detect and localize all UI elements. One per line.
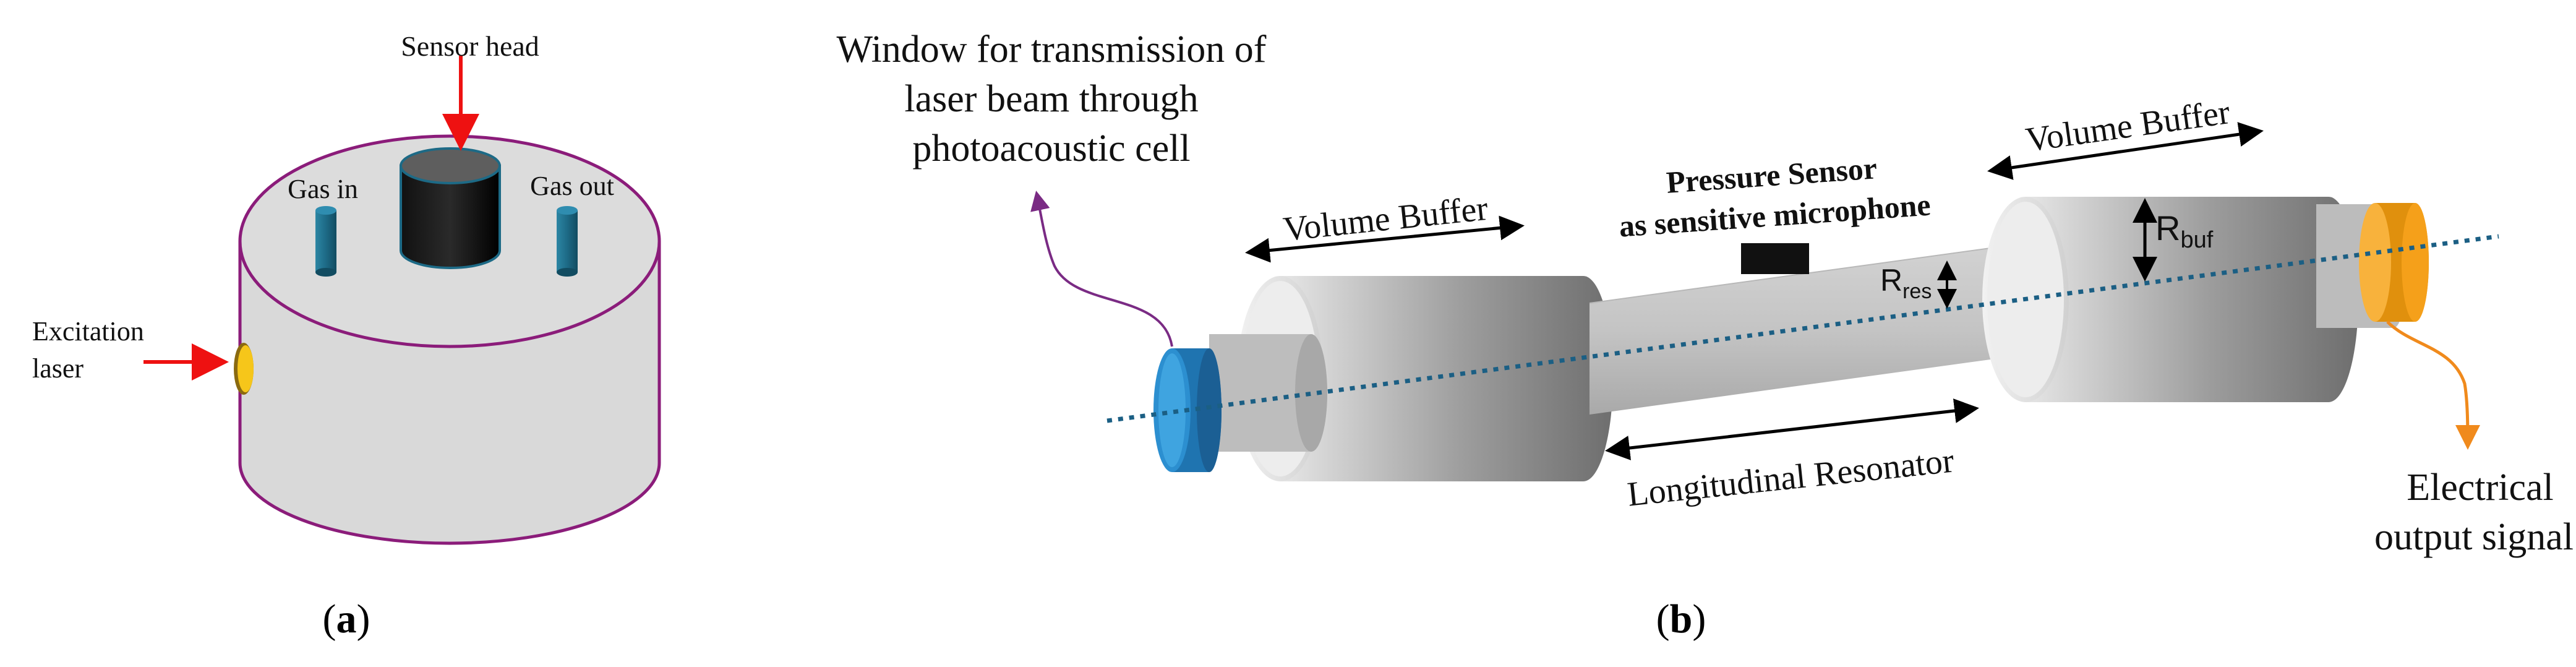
pressure-sensor-label-line2: as sensitive microphone (1618, 187, 1932, 243)
volume-buffer-left-arrow (1245, 215, 1525, 263)
gas-out-pipe (557, 206, 578, 277)
caption-a: (a) (323, 596, 370, 642)
r-res-sub: res (1902, 280, 1932, 303)
resonator-tube (1589, 246, 2005, 415)
excitation-window (234, 343, 254, 395)
output-pointer (2386, 321, 2480, 450)
panel-b: Window for transmission of laser beam th… (837, 28, 2574, 642)
pressure-sensor (1741, 243, 1809, 274)
caption-b-open: ( (1656, 596, 1670, 642)
volume-buffer-right-arrow (1987, 122, 2264, 180)
excitation-label-line2: laser (32, 353, 83, 384)
left-neck (1209, 334, 1327, 452)
r-buf-label: Rbuf (2155, 209, 2214, 253)
caption-b-letter: b (1670, 596, 1693, 642)
caption-a-close: ) (357, 596, 370, 642)
r-buf-sub: buf (2180, 227, 2213, 253)
window-label-line1: Window for transmission of (837, 28, 1267, 71)
electrical-output-label-line2: output signal (2374, 516, 2574, 558)
gas-out-label: Gas out (530, 171, 614, 201)
window-label-line3: photoacoustic cell (912, 127, 1190, 170)
output-window (2359, 203, 2429, 322)
electrical-output-label-line1: Electrical (2407, 467, 2554, 509)
r-res-main: R (1880, 263, 1902, 298)
window-label-line2: laser beam through (904, 78, 1198, 120)
gas-in-pipe (315, 206, 336, 277)
excitation-label-line1: Excitation (32, 316, 144, 346)
caption-b-close: ) (1692, 596, 1706, 642)
longitudinal-resonator-label: Longitudinal Resonator (1625, 441, 1956, 514)
caption-a-letter: a (336, 596, 357, 642)
sensor-head-label: Sensor head (401, 30, 539, 62)
caption-b: (b) (1656, 596, 1706, 642)
laser-beam (1106, 234, 2499, 423)
longitudinal-resonator-arrow (1605, 398, 1979, 460)
window-pointer (1030, 191, 1173, 347)
entrance-window (1153, 348, 1222, 472)
caption-a-open: ( (323, 596, 336, 642)
gas-in-label: Gas in (288, 174, 358, 204)
panel-a: Sensor head Gas in Gas out Excitation la… (32, 30, 661, 642)
sensor-head (400, 147, 501, 269)
r-buf-main: R (2155, 209, 2180, 247)
r-res-label: Rres (1880, 263, 1932, 303)
